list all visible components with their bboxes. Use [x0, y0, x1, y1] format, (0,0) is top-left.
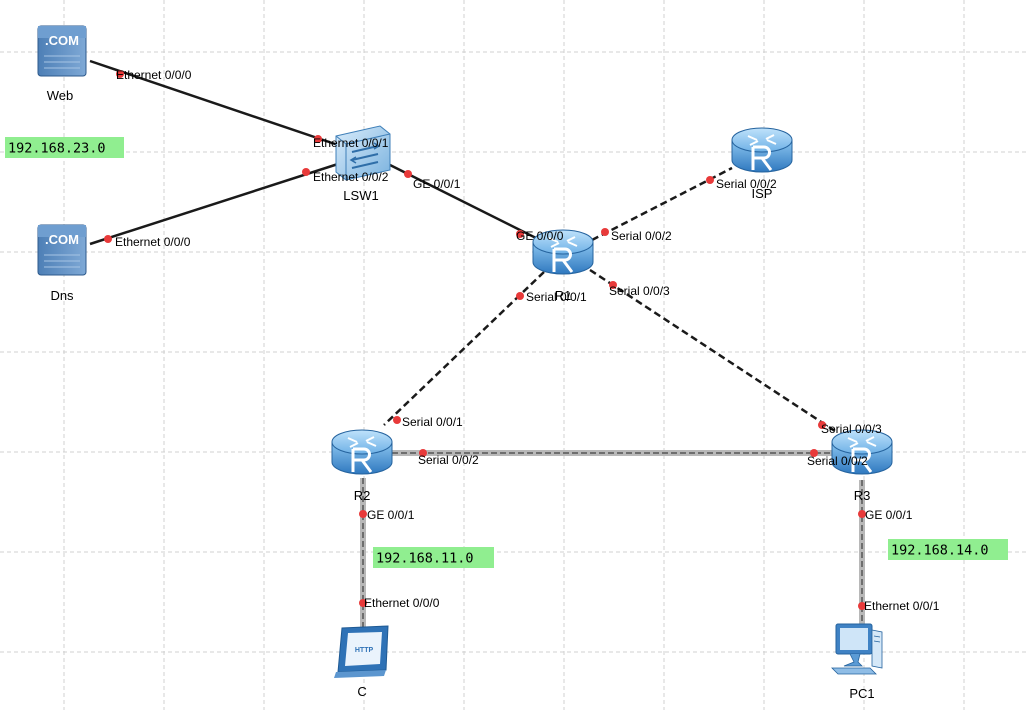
port-label: Serial 0/0/2	[716, 177, 777, 191]
device-label-r2: R2	[354, 488, 371, 503]
port-dot[interactable]	[516, 230, 524, 238]
device-c[interactable]: HTTP C	[334, 625, 389, 699]
links	[89, 59, 865, 628]
port-dot[interactable]	[314, 135, 322, 143]
port-dot[interactable]	[419, 449, 427, 457]
device-label-dns: Dns	[50, 288, 74, 303]
link-dns-lsw1[interactable]	[89, 162, 339, 246]
http-client-icon: HTTP	[334, 625, 389, 678]
device-label-c: C	[357, 684, 366, 699]
port-dots	[104, 70, 866, 610]
server-badge: .COM	[45, 232, 79, 247]
port-dot[interactable]	[706, 176, 714, 184]
port-dot[interactable]	[404, 170, 412, 178]
port-label: Ethernet 0/0/2	[313, 170, 389, 184]
port-label: GE 0/0/1	[413, 177, 461, 191]
port-dot[interactable]	[810, 449, 818, 457]
network-label-text: 192.168.14.0	[891, 543, 989, 559]
port-label: Serial 0/0/2	[418, 453, 479, 467]
port-label: Ethernet 0/0/1	[313, 136, 389, 150]
server-badge: .COM	[45, 33, 79, 48]
link-lsw1-r1[interactable]	[389, 163, 537, 240]
port-dot[interactable]	[302, 168, 310, 176]
router-icon	[330, 428, 394, 476]
port-label: Ethernet 0/0/0	[115, 235, 191, 249]
network-label-net14[interactable]: 192.168.14.0	[888, 539, 1008, 560]
port-dot[interactable]	[818, 421, 826, 429]
port-dot[interactable]	[359, 510, 367, 518]
device-label-pc1: PC1	[849, 686, 874, 701]
link-r1-isp[interactable]	[591, 166, 733, 242]
device-label-web: Web	[47, 88, 74, 103]
port-dot[interactable]	[359, 599, 367, 607]
port-label: Serial 0/0/1	[526, 290, 587, 304]
device-pc1[interactable]: PC1	[831, 623, 883, 701]
pc-icon	[831, 623, 883, 675]
server-com-icon: .COM	[37, 224, 87, 276]
http-badge: HTTP	[355, 647, 374, 654]
device-web[interactable]: .COM Web	[37, 25, 87, 103]
switch-icon	[335, 125, 391, 181]
port-dot[interactable]	[516, 292, 524, 300]
port-label: GE 0/0/1	[865, 508, 913, 522]
device-label-r1: R1	[555, 288, 572, 303]
router-icon	[730, 126, 794, 174]
port-label: Ethernet 0/0/1	[864, 599, 940, 613]
port-label: Serial 0/0/2	[611, 229, 672, 243]
port-label: Ethernet 0/0/0	[364, 596, 440, 610]
device-dns[interactable]: .COM Dns	[37, 224, 87, 303]
device-lsw1[interactable]: LSW1	[335, 125, 391, 203]
port-dot[interactable]	[609, 281, 617, 289]
port-label: Serial 0/0/3	[609, 284, 670, 298]
port-label: GE 0/0/0	[516, 229, 564, 243]
port-dot[interactable]	[858, 602, 866, 610]
port-labels: Ethernet 0/0/0 Ethernet 0/0/1 Ethernet 0…	[115, 68, 940, 613]
port-label: Ethernet 0/0/0	[116, 68, 192, 82]
device-r1[interactable]: R1	[531, 228, 595, 303]
device-isp[interactable]: ISP	[730, 126, 794, 201]
network-label-text: 192.168.11.0	[376, 551, 474, 567]
port-label: Serial 0/0/3	[821, 422, 882, 436]
device-label-r3: R3	[854, 488, 871, 503]
device-label-isp: ISP	[752, 186, 773, 201]
port-label: GE 0/0/1	[367, 508, 415, 522]
port-dot[interactable]	[116, 70, 124, 78]
server-com-icon: .COM	[37, 25, 87, 77]
network-label-net23[interactable]: 192.168.23.0	[5, 137, 124, 158]
link-web-lsw1[interactable]	[89, 59, 339, 147]
device-r3[interactable]: R3	[830, 428, 894, 503]
port-dot[interactable]	[858, 510, 866, 518]
port-dot[interactable]	[393, 416, 401, 424]
device-r2[interactable]: R2	[330, 428, 394, 503]
network-label-text: 192.168.23.0	[8, 141, 106, 157]
link-r1-r3[interactable]	[589, 268, 839, 435]
port-dot[interactable]	[104, 235, 112, 243]
network-label-net11[interactable]: 192.168.11.0	[373, 547, 494, 568]
port-label: Serial 0/0/2	[807, 454, 868, 468]
device-label-lsw1: LSW1	[343, 188, 378, 203]
port-label: Serial 0/0/1	[402, 415, 463, 429]
port-dot[interactable]	[601, 228, 609, 236]
